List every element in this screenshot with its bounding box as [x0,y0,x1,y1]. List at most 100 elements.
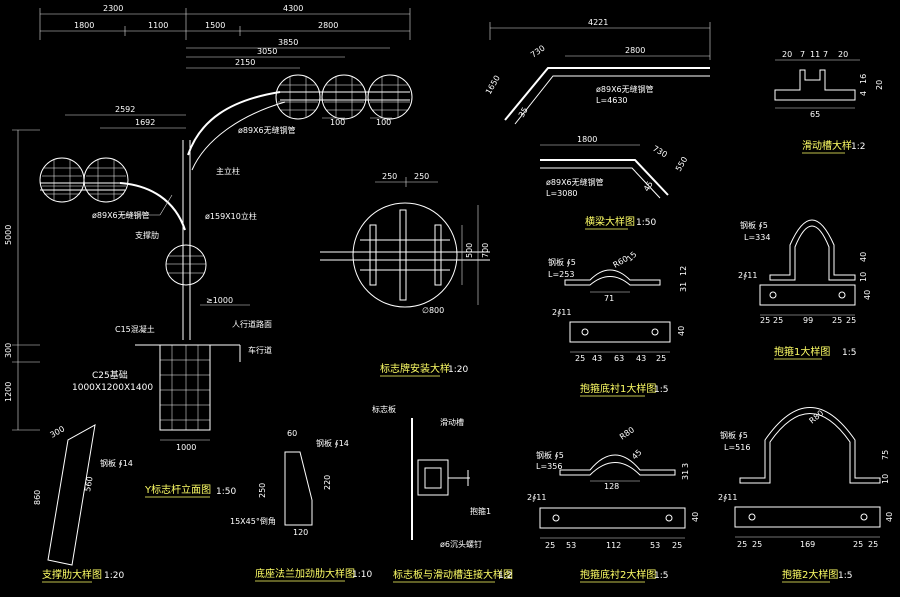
dim-2300: 2300 [103,4,123,13]
slide-groove-detail: 20 7 11 7 20 65 4 16 20 滑动槽大样 1:2 [774,50,884,154]
scale-conn: 1:2 [498,571,512,581]
dim-b1-43-b: 43 [636,354,646,363]
dim-h1-99: 99 [803,316,813,325]
label-h2-hole: 2∮11 [718,493,737,502]
dim-h1-25-c: 25 [832,316,842,325]
dim-s20-a: 20 [782,50,792,59]
sign-mount-detail: 250 250 500 700 ∅800 标志牌安装大样 1:20 [320,172,490,377]
dim-100-a: 100 [330,118,345,127]
dim-b1-25-b: 25 [656,354,666,363]
hoop-2-detail: 钢板 ∮5 L=516 R80 75 10 2∮11 25 25 169 25 … [718,407,894,583]
dim-h1-25-b: 25 [773,316,783,325]
title-brace: 支撑肋大样图 [42,568,102,581]
label-b1-steel: 钢板 ∮5 [548,257,576,267]
dim-h1-10: 10 [859,272,868,282]
label-b2-steel: 钢板 ∮5 [536,450,564,460]
dim-b2-3: 3 [681,463,690,468]
dim-1800: 1800 [74,21,94,30]
dim-250-b: 250 [414,172,429,181]
dim-z300: 300 [49,424,67,439]
dim-b2-53-b: 53 [650,541,660,550]
dim-b1-63: 63 [614,354,624,363]
label-foundation-1: C25基础 [92,369,128,381]
pole-elevation-view: 2300 4300 1800 1100 1500 2800 3850 3050 … [4,4,413,498]
dim-3050: 3050 [257,47,277,56]
scale-brace: 1:20 [104,571,124,581]
dim-5000: 5000 [4,225,13,245]
scale-sign-mount: 1:20 [448,365,468,375]
title-hoop2: 抱箍2大样图 [782,568,838,581]
dim-h2-75: 75 [881,450,890,460]
dim-b1-31: 31 [679,282,688,292]
dim-b1-71: 71 [604,294,614,303]
label-slide-groove: 滑动槽 [440,417,464,427]
title-slide: 滑动槽大样 [802,139,852,152]
beam-detail: 4221 2800 730 1650 35 ø89X6无缝钢管 L=4630 1… [484,18,711,230]
label-c15: C15混凝土 [115,324,155,334]
dim-b2-112: 112 [606,541,621,550]
dim-s7-b: 7 [823,50,828,59]
dim-1800-beam: 1800 [577,135,597,144]
dim-b1-12: 12 [679,266,688,276]
dim-2150: 2150 [235,58,255,67]
dim-550: 550 [674,155,689,173]
dim-z560: 560 [83,476,95,493]
dim-h2-10: 10 [881,474,890,484]
dim-h2-25-b: 25 [752,540,762,549]
title-conn: 标志板与滑动槽连接大样图 [393,568,513,581]
label-brace-steel: 钢板 ∮14 [100,458,133,468]
dim-b2-31: 31 [681,470,690,480]
dim-1100: 1100 [148,21,168,30]
dim-h1-25-a: 25 [760,316,770,325]
brace-detail: 300 860 560 钢板 ∮14 支撑肋大样图 1:20 [33,424,133,583]
foundation-block [159,344,211,431]
sign-slide-connection-detail: 标志板 滑动槽 抱箍1 ø6沉头螺钉 标志板与滑动槽连接大样图 1:2 [372,404,513,583]
dim-250-a: 250 [382,172,397,181]
label-driveway: 车行道 [248,345,272,355]
scale-hoop2: 1:5 [838,571,852,581]
scale-hoop1: 1:5 [842,348,856,358]
label-hoop: 抱箍1 [470,506,491,516]
label-b2-hole: 2∮11 [527,493,546,502]
label-h2-steel: 钢板 ∮5 [720,430,748,440]
dim-h1-25-d: 25 [846,316,856,325]
dim-4221: 4221 [588,18,608,27]
label-beam-pipe-1: ø89X6无缝钢管 [596,84,654,94]
dim-1000: 1000 [176,443,196,452]
label-h1-len: L=334 [744,233,770,242]
label-main-pole: 主立柱 [216,166,240,176]
label-sign-board: 标志板 [372,404,396,414]
label-b1-hole: 2∮11 [552,308,571,317]
dim-2800-beam: 2800 [625,46,645,55]
dim-1500: 1500 [205,21,225,30]
dim-b2-25-a: 25 [545,541,555,550]
scale-pole-elevation: 1:50 [216,487,236,497]
title-hoop1: 抱箍1大样图 [774,345,830,358]
label-pipe-right: ø89X6无缝钢管 [238,125,296,135]
dim-300: 300 [4,343,13,358]
dim-730-a: 730 [529,44,547,60]
dim-500: 500 [465,243,474,258]
sign-disc-group-left [39,157,129,203]
dim-h1-40-b: 40 [859,252,868,262]
dim-2800-top: 2800 [318,21,338,30]
dim-s65: 65 [810,110,820,119]
scale-flange: 1:10 [352,570,372,580]
scale-slide: 1:2 [851,142,865,152]
dim-b2-25-b: 25 [672,541,682,550]
dim-b1-40: 40 [677,326,686,336]
dim-3850: 3850 [278,38,298,47]
dim-s20-b: 20 [838,50,848,59]
label-brace: 支撑肋 [135,230,159,240]
scale-beam: 1:50 [636,218,656,228]
dim-h15x45: 15X45°倒角 [230,516,276,526]
dim-100-b: 100 [376,118,391,127]
label-h1-hole: 2∮11 [738,271,757,280]
sign-disc-group-right [275,74,413,120]
dim-1650: 1650 [484,74,502,96]
label-beam-pipe-2: ø89X6无缝钢管 [546,177,604,187]
label-foundation-2: 1000X1200X1400 [72,383,153,393]
label-flange-steel: 钢板 ∮14 [316,438,349,448]
dim-b2-45: 45 [630,448,644,462]
label-b2-len: L=356 [536,462,562,471]
